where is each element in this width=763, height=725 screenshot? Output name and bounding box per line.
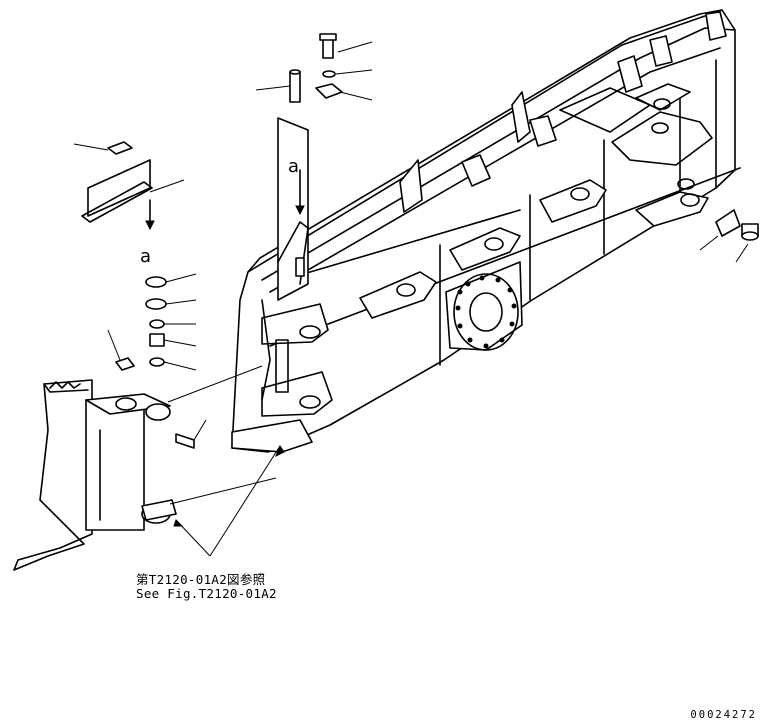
front-end-brackets (231, 299, 333, 453)
alignment-lines (167, 365, 277, 505)
reference-text-jp: 第T2120-01A2図参照 (136, 572, 266, 587)
link (81, 181, 153, 223)
trunnion-plate (445, 261, 523, 351)
washer (322, 70, 336, 78)
top-hardware (255, 33, 373, 103)
side-bolt (175, 419, 207, 449)
drawing-code: 00024272 (690, 709, 757, 721)
reference-leaders (173, 444, 285, 557)
bolt (322, 37, 334, 59)
reference-text-en: See Fig.T2120-01A2 (136, 586, 277, 601)
frame-brackets (359, 83, 709, 319)
ring (149, 357, 165, 367)
shim (115, 357, 135, 371)
clip (107, 141, 133, 155)
top-brackets (399, 11, 727, 213)
pin (289, 71, 301, 103)
detail-mark-upper: a (288, 156, 299, 177)
lock-plate (315, 83, 343, 99)
blade-arm (13, 379, 177, 571)
detail-mark-lower: a (140, 246, 151, 267)
end-cap (699, 209, 759, 263)
washer-2 (145, 298, 167, 310)
spring-washer (149, 319, 165, 329)
detail-panel-upper (277, 117, 309, 301)
washer-1 (145, 276, 167, 288)
left-hardware (73, 141, 197, 371)
nut (149, 333, 165, 347)
